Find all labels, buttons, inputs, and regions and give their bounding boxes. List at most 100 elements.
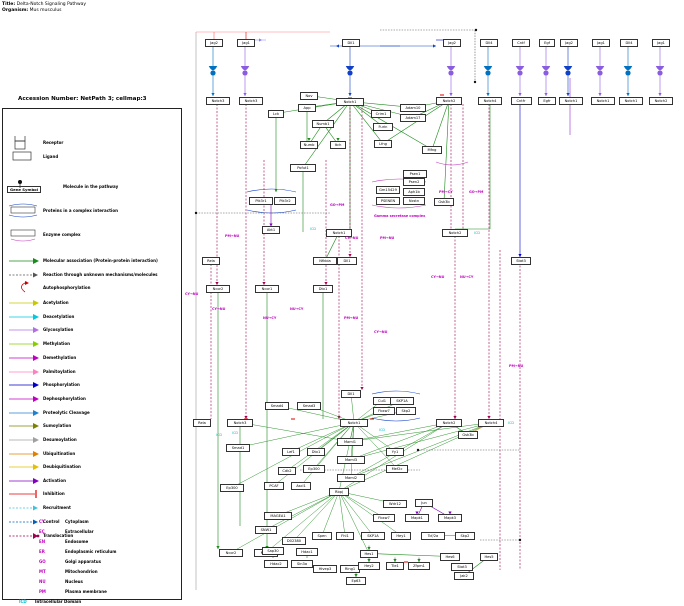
gene-node-notch4[interactable]: Notch4	[478, 97, 502, 105]
gene-node-gsk3b[interactable]: Gsk3b	[458, 431, 478, 439]
gene-node-notch2[interactable]: Notch2	[442, 229, 468, 237]
ligand-dll1[interactable]: Dll1	[341, 39, 361, 47]
gene-node-hes6[interactable]: Hes6	[440, 553, 460, 561]
gene-node-psen1[interactable]: Psen1	[403, 170, 427, 178]
gene-node-notch1[interactable]: Notch1	[336, 98, 364, 106]
gene-node-nfkbia[interactable]: Nfkbia	[313, 257, 337, 265]
gene-node-skp1a[interactable]: SKP1A	[390, 397, 414, 405]
ligand-jag2[interactable]: Jag2	[442, 39, 462, 47]
gene-node-dtx1[interactable]: Dtx1	[313, 285, 333, 293]
receptor-notch1[interactable]: Notch1	[559, 97, 583, 105]
gene-node-fbxw7[interactable]: Fbxw7	[373, 514, 395, 522]
gene-node-skp2[interactable]: Skp2	[455, 532, 475, 540]
gene-node-hes1[interactable]: Hes1	[360, 550, 378, 558]
gene-node-hdac1[interactable]: Hdac1	[296, 548, 318, 556]
ligand-cntf[interactable]: Cntf	[511, 39, 531, 47]
gene-node-maml3[interactable]: Maml3	[337, 456, 365, 464]
receptor-notch1[interactable]: Notch1	[619, 97, 643, 105]
gene-node-crim1[interactable]: Crim1	[371, 110, 391, 118]
gene-node-pofut1[interactable]: Pofut1	[290, 164, 316, 172]
gene-node-zfpm1[interactable]: Zfpm1	[408, 562, 430, 570]
gene-node-hdac2[interactable]: Hdac2	[264, 560, 288, 568]
gene-node-snw1[interactable]: SNW1	[255, 526, 277, 534]
gene-node-cdk2[interactable]: Cdk2	[278, 467, 296, 475]
receptor-notch3[interactable]: Notch3	[206, 97, 230, 105]
gene-node-ep300[interactable]: Ep300	[303, 465, 325, 473]
gene-node-ncor2[interactable]: Ncor2	[219, 549, 243, 557]
gene-node-hey1[interactable]: Hey1	[391, 532, 411, 540]
gene-node-tcf-2a[interactable]: Tcf/2a	[421, 532, 445, 540]
gene-node-stat3[interactable]: Stat3	[451, 563, 473, 571]
receptor-notch1[interactable]: Notch1	[591, 97, 615, 105]
gene-node-lfng[interactable]: Lfng	[374, 140, 392, 148]
gene-node-furin[interactable]: Furin	[373, 123, 393, 131]
gene-node-yy1[interactable]: Yy1	[386, 448, 404, 456]
ligand-dll4[interactable]: Dll4	[479, 39, 499, 47]
gene-node-sap30[interactable]: Sap30	[262, 547, 284, 555]
gene-node-psen2[interactable]: Psen2	[403, 178, 425, 186]
gene-node-mfng[interactable]: Mfng	[422, 146, 442, 154]
gene-node-akt1[interactable]: Akt1	[262, 226, 280, 234]
gene-node-wdr12[interactable]: Wdr12	[383, 500, 407, 508]
ligand-dll4[interactable]: Dll4	[619, 39, 639, 47]
ligand-jag1[interactable]: Jag1	[236, 39, 256, 47]
receptor-notch3[interactable]: Notch3	[239, 97, 263, 105]
gene-node-aph1b[interactable]: Aph1b	[403, 188, 425, 196]
gene-node-stat3[interactable]: Stat3	[511, 257, 531, 265]
gene-node-notch1[interactable]: Notch1	[326, 229, 352, 237]
gene-node-adam10[interactable]: Adam10	[400, 104, 426, 112]
ligand-jag2[interactable]: Jag2	[559, 39, 579, 47]
gene-node-app[interactable]: App	[298, 104, 316, 112]
gene-node-ncor1[interactable]: Ncor1	[255, 285, 279, 293]
ligand-jag1[interactable]: Jag1	[591, 39, 611, 47]
gene-node-rela[interactable]: Rela	[193, 419, 211, 427]
gene-node-skp2[interactable]: Skp2	[396, 407, 416, 415]
gene-node-lck[interactable]: Lck	[268, 110, 284, 118]
gene-node-ncstn[interactable]: Ncstn	[403, 197, 425, 205]
gene-node-rbpj[interactable]: Rbpj	[329, 488, 349, 496]
gene-node-adam17[interactable]: Adam17	[400, 114, 426, 122]
gene-node-maml2[interactable]: Maml2	[337, 474, 365, 482]
gene-node-numb[interactable]: Numb	[300, 141, 318, 149]
gene-node-cul1[interactable]: Cul1	[373, 397, 391, 405]
gene-node-notch1[interactable]: Notch1	[340, 419, 368, 427]
gene-node-pik3r1[interactable]: Pik3r1	[249, 197, 273, 205]
gene-node-magea1[interactable]: MAGEA1	[264, 512, 292, 520]
gene-node-gm15429[interactable]: Gm15429	[376, 186, 400, 194]
gene-node-dll1[interactable]: Dll1	[341, 390, 361, 398]
gene-node-lef1[interactable]: Lef1	[282, 448, 300, 456]
gene-node-nov[interactable]: Nov	[300, 92, 318, 100]
gene-node-mapk1[interactable]: Mapk1	[405, 514, 429, 522]
gene-node-fhl1[interactable]: Fhl1	[336, 532, 354, 540]
gene-node-hivep3[interactable]: Hivep3	[313, 565, 337, 573]
gene-node-notch4[interactable]: Notch4	[478, 419, 504, 427]
ligand-jag1[interactable]: Jag1	[651, 39, 671, 47]
gene-node-dtx1[interactable]: Dtx1	[307, 448, 325, 456]
ligand-egf[interactable]: Egf	[539, 39, 555, 47]
gene-node-pik3r2[interactable]: Pik3r2	[274, 197, 296, 205]
gene-node-jak2[interactable]: Jak2	[454, 572, 474, 580]
gene-node-jun[interactable]: Jun	[415, 499, 433, 507]
gene-node-smad1[interactable]: Smad1	[226, 444, 250, 452]
gene-node-hey2[interactable]: Hey2	[358, 562, 380, 570]
receptor-egfr[interactable]: Egfr	[537, 97, 557, 105]
gene-node-gsk3b[interactable]: Gsk3b	[434, 198, 454, 206]
gene-node-rela[interactable]: Rela	[202, 257, 220, 265]
gene-node-smad3[interactable]: Smad3	[297, 402, 321, 410]
gene-node-smad4[interactable]: Smad4	[265, 402, 289, 410]
gene-node-ep300[interactable]: Ep300	[220, 484, 244, 492]
gene-node-ncor2[interactable]: Ncor2	[206, 285, 230, 293]
gene-node-fbxw7[interactable]: Fbxw7	[373, 407, 395, 415]
gene-node-itch[interactable]: Itch	[330, 141, 346, 149]
gene-node-notch2[interactable]: Notch2	[436, 419, 462, 427]
gene-node-ep63[interactable]: Ep63	[346, 577, 366, 585]
receptor-cntfr[interactable]: Cntfr	[510, 97, 532, 105]
gene-node-psenen[interactable]: PSENEN	[376, 197, 400, 205]
gene-node-ring1[interactable]: Ring1	[340, 565, 360, 573]
gene-node-spen[interactable]: Spen	[312, 532, 332, 540]
gene-node-mef2c[interactable]: Mef2c	[386, 465, 408, 473]
gene-node-pcaf[interactable]: PCAF	[264, 482, 284, 490]
gene-node-tle1[interactable]: Tle1	[386, 562, 404, 570]
gene-node-mapk3[interactable]: Mapk3	[438, 514, 462, 522]
gene-node-notch2[interactable]: Notch2	[436, 97, 462, 105]
